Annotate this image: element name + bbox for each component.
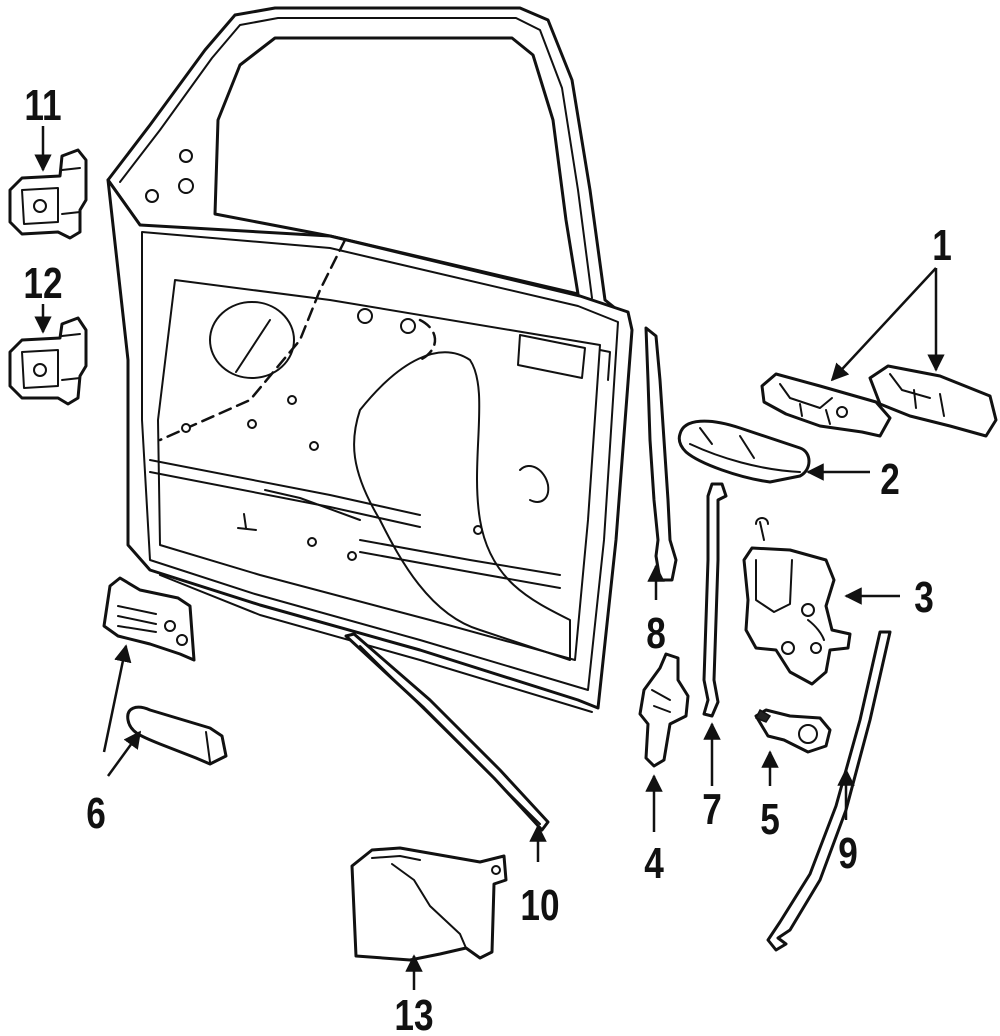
lock-cylinder <box>754 708 832 754</box>
callout-6: 6 <box>86 789 106 838</box>
handle-bezels <box>760 364 998 438</box>
inside-handle <box>102 576 228 766</box>
callout-12: 12 <box>23 259 62 308</box>
callout-10: 10 <box>520 881 559 930</box>
door-latch <box>742 517 852 686</box>
callout-4: 4 <box>644 839 664 888</box>
callout-3: 3 <box>914 573 934 622</box>
lock-rod-9 <box>766 630 892 952</box>
callout-2: 2 <box>880 455 900 504</box>
lock-rod-8 <box>644 326 678 582</box>
glass-run-channel <box>344 632 550 832</box>
upper-hinge <box>8 148 88 240</box>
callout-11: 11 <box>24 81 61 130</box>
lock-rod-7 <box>702 482 728 718</box>
water-shield <box>350 846 508 962</box>
callout-13: 13 <box>394 991 433 1036</box>
door-shell <box>106 6 634 713</box>
callout-5: 5 <box>760 795 780 844</box>
callout-9: 9 <box>838 829 858 878</box>
leader-lines <box>34 126 945 990</box>
callout-7: 7 <box>702 785 722 834</box>
lock-actuator <box>638 652 690 768</box>
lower-hinge <box>8 316 88 406</box>
outside-handle <box>677 419 811 484</box>
callout-1: 1 <box>932 221 952 270</box>
callout-8: 8 <box>646 609 666 658</box>
